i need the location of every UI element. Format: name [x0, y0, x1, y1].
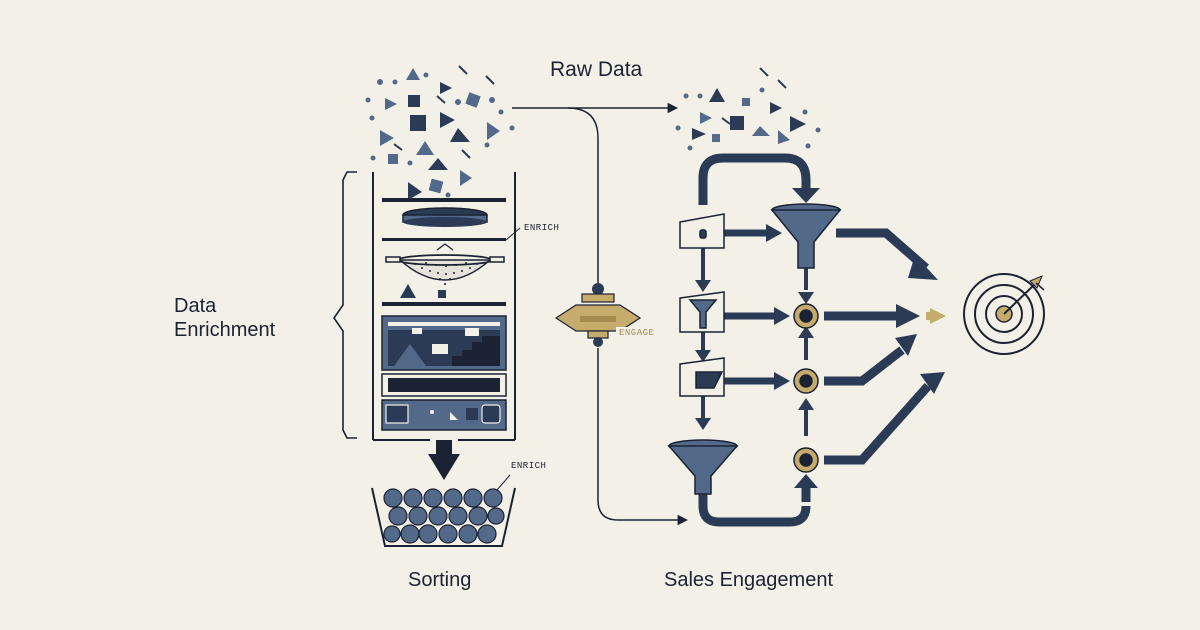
sales-flow	[698, 153, 932, 527]
data-enrichment-label-line1: Data	[174, 295, 217, 317]
raw-data-connector	[512, 107, 599, 284]
enrichment-brace	[333, 171, 357, 439]
gear-hub-icon	[554, 283, 642, 347]
target-icon	[963, 273, 1045, 355]
funnel-icon	[667, 203, 842, 495]
process-nodes	[679, 213, 725, 397]
bucket-icon	[371, 487, 516, 547]
raw-data-particles-right	[675, 67, 821, 151]
raw-data-label: Raw Data	[550, 58, 643, 81]
filter-column	[372, 172, 516, 480]
data-enrichment-label-line2: Enrichment	[174, 319, 276, 341]
sales-flow-arrowheads	[695, 188, 946, 488]
junction-dots	[793, 303, 819, 473]
enrich-tag-top: ENRICH	[521, 222, 563, 234]
engage-tag: ENGAGE	[616, 327, 658, 339]
raw-data-particles-left	[365, 65, 515, 200]
sales-engagement-label: Sales Engagement	[664, 569, 834, 591]
sorting-label: Sorting	[408, 569, 472, 591]
enrich-tag-bottom: ENRICH	[508, 460, 550, 472]
